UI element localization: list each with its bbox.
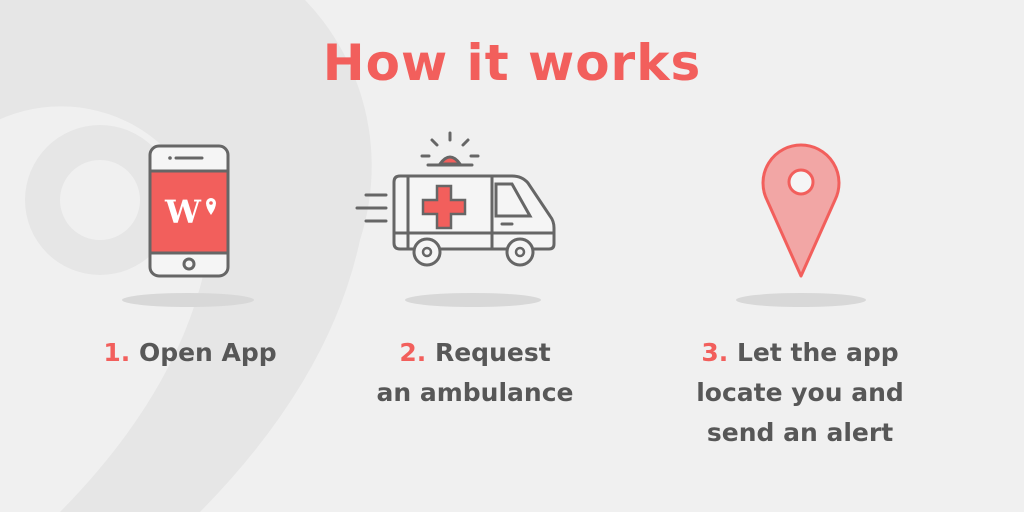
step-2-label: 2. Request an ambulance [345,333,605,413]
background-pin-icon [0,0,372,512]
step-3-text-line-3: send an alert [706,418,894,447]
step-2-text-line-2: an ambulance [376,378,574,407]
step-3-number: 3. [701,338,729,367]
phone-icon: W [148,144,230,278]
step-1-number: 1. [103,338,131,367]
step-3-text-line-1: Let the app [737,338,899,367]
logo-pin-icon [206,198,216,215]
step-1-label: 1. Open App [70,333,310,373]
phone-shadow [122,293,254,307]
step-3-text-line-2: locate you and [696,378,904,407]
app-logo: W [164,193,202,231]
page-title: How it works [322,34,702,92]
location-pin-icon [761,143,841,278]
pin-shadow [736,293,866,307]
ambulance-icon [355,131,556,267]
step-3-label: 3. Let the app locate you and send an al… [670,333,930,453]
step-2-number: 2. [399,338,427,367]
medical-cross-icon [421,184,467,230]
step-1-text: Open App [138,338,277,367]
ambulance-shadow [405,293,541,307]
step-2-text-line-1: Request [434,338,551,367]
